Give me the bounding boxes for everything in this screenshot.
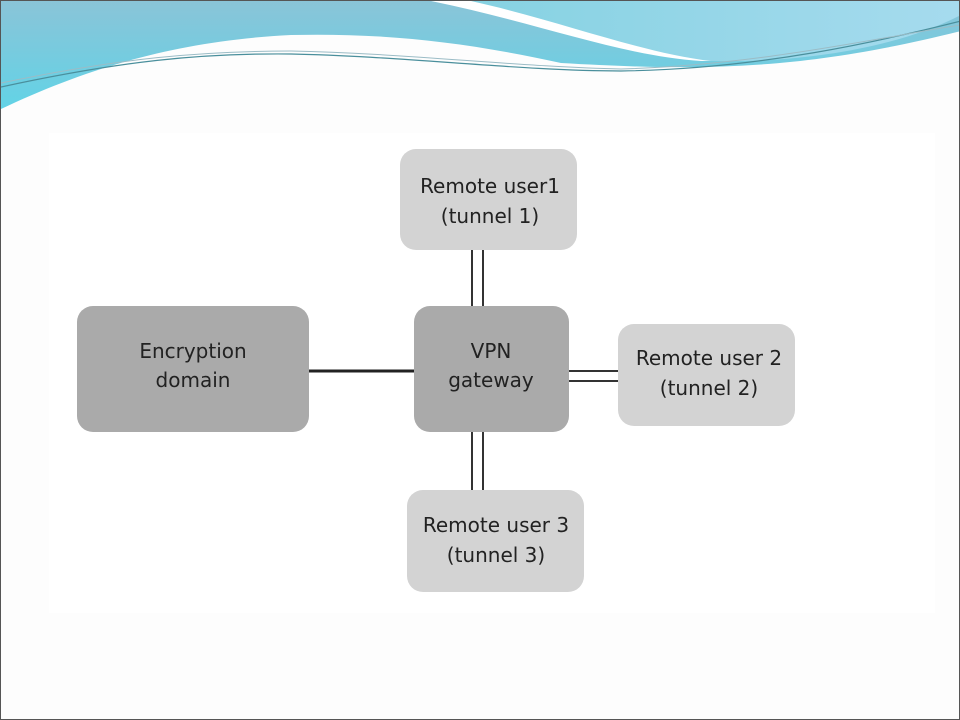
node-remote-user-2: Remote user 2 (tunnel 2) <box>618 324 795 426</box>
node-box <box>400 149 577 250</box>
node-box <box>77 306 309 432</box>
node-label-line1: Remote user1 <box>420 174 560 198</box>
edge-gateway-to-user1 <box>471 250 484 306</box>
node-label-line2: domain <box>156 368 231 392</box>
node-label-line2: (tunnel 2) <box>660 376 758 400</box>
node-label-line1: Encryption <box>139 339 246 363</box>
node-label-line2: (tunnel 1) <box>441 204 539 228</box>
edge-gateway-to-user2 <box>569 370 618 382</box>
node-vpn-gateway: VPN gateway <box>414 306 569 432</box>
node-remote-user-1: Remote user1 (tunnel 1) <box>400 149 577 250</box>
node-box <box>414 306 569 432</box>
node-label-line1: Remote user 3 <box>423 513 569 537</box>
node-label-line1: VPN <box>471 339 512 363</box>
node-label-line1: Remote user 2 <box>636 346 782 370</box>
node-box <box>618 324 795 426</box>
node-box <box>407 490 584 592</box>
node-label-line2: (tunnel 3) <box>447 543 545 567</box>
node-remote-user-3: Remote user 3 (tunnel 3) <box>407 490 584 592</box>
node-encryption-domain: Encryption domain <box>77 306 309 432</box>
edge-gateway-to-user3 <box>471 432 484 490</box>
header-wave-decoration <box>1 1 959 109</box>
node-label-line2: gateway <box>448 368 534 392</box>
